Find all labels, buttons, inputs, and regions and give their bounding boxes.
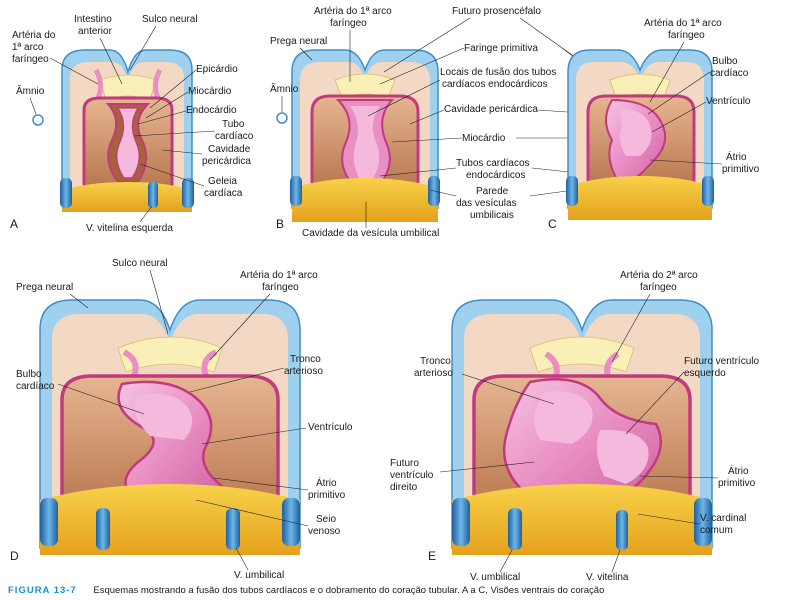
figure-diagram: A Artéria do 1ª arco faríngeo Intestino … bbox=[10, 6, 760, 583]
panel-e-labels: Artéria do 2ª arco faríngeo Tronco arter… bbox=[390, 270, 759, 583]
figure-caption-text: Esquemas mostrando a fusão dos tubos car… bbox=[93, 585, 605, 596]
panel-e-embryo bbox=[451, 299, 713, 555]
label-c-atrio-2: primitivo bbox=[722, 164, 760, 175]
label-a-arteria-2: 1ª arco bbox=[12, 42, 44, 53]
label-e-atrio-2: primitivo bbox=[718, 478, 756, 489]
label-a-cavidade-2: pericárdica bbox=[202, 156, 251, 167]
label-c-bulbo-2: cardíaco bbox=[710, 68, 749, 79]
label-d-atrio-1: Átrio bbox=[316, 476, 337, 489]
label-bc-locais-2: cardíacos endocárdicos bbox=[442, 79, 548, 90]
panel-d: D Sulco neural Prega neural Artéria do 1… bbox=[10, 258, 353, 581]
panel-a-letter: A bbox=[10, 217, 18, 231]
label-e-tronco-2: arterioso bbox=[414, 368, 453, 379]
label-bc-parede-1: Parede bbox=[476, 186, 509, 197]
label-bc-tubos-2: endocárdicos bbox=[466, 170, 525, 181]
panel-e-letter: E bbox=[428, 549, 436, 563]
label-c-arteria-1: Artéria do 1ª arco bbox=[644, 18, 722, 29]
label-d-atrio-2: primitivo bbox=[308, 490, 346, 501]
label-b-cavidade: Cavidade da vesícula umbilical bbox=[302, 228, 439, 239]
label-a-vitelina: V. vitelina esquerda bbox=[86, 223, 173, 234]
label-a-endocardio: Endocárdio bbox=[186, 105, 237, 116]
label-b-amnio: Âmnio bbox=[270, 82, 299, 95]
label-bc-miocardio: Miocárdio bbox=[462, 133, 506, 144]
panel-c-embryo bbox=[566, 49, 714, 220]
label-b-prega: Prega neural bbox=[270, 36, 327, 47]
panel-c-letter: C bbox=[548, 217, 557, 231]
label-e-futuro-esq-1: Futuro ventrículo bbox=[684, 356, 759, 367]
label-a-intestino-1: Intestino bbox=[74, 14, 112, 25]
label-e-tronco-1: Tronco bbox=[420, 356, 451, 367]
panel-b-labels: Artéria do 1ª arco faríngeo Prega neural… bbox=[270, 6, 439, 239]
label-e-cardinal-2: comum bbox=[700, 525, 733, 536]
label-a-arteria-3: faríngeo bbox=[12, 54, 49, 65]
label-b-arteria-1: Artéria do 1ª arco bbox=[314, 6, 392, 17]
panel-b-embryo bbox=[276, 49, 440, 222]
label-d-sulco: Sulco neural bbox=[112, 258, 168, 269]
label-e-umbilical: V. umbilical bbox=[470, 572, 520, 583]
label-e-arteria-1: Artéria do 2ª arco bbox=[620, 270, 698, 281]
figure-caption: FIGURA 13-7 Esquemas mostrando a fusão d… bbox=[8, 585, 798, 599]
panel-d-labels: Sulco neural Prega neural Artéria do 1ª … bbox=[16, 258, 353, 581]
label-e-futuro-dir-3: direito bbox=[390, 482, 418, 493]
label-a-cavidade-1: Cavidade bbox=[208, 144, 251, 155]
label-d-prega: Prega neural bbox=[16, 282, 73, 293]
label-d-arteria-1: Artéria do 1ª arco bbox=[240, 270, 318, 281]
label-d-tronco-2: arterioso bbox=[284, 366, 323, 377]
label-a-geleia-1: Geleia bbox=[208, 176, 237, 187]
label-d-bulbo-1: Bulbo bbox=[16, 369, 42, 380]
label-bc-faringe: Faringe primitiva bbox=[464, 43, 538, 54]
label-d-tronco-1: Tronco bbox=[290, 354, 321, 365]
label-a-intestino-2: anterior bbox=[78, 26, 113, 37]
label-a-arteria-1: Artéria do bbox=[12, 30, 56, 41]
label-d-umbilical: V. umbilical bbox=[234, 570, 284, 581]
label-e-futuro-dir-1: Futuro bbox=[390, 458, 419, 469]
panel-c: C Artéria do 1ª arco faríngeo Bulbo card… bbox=[548, 18, 760, 231]
panel-c-labels: Artéria do 1ª arco faríngeo Bulbo cardía… bbox=[644, 18, 760, 175]
panel-e: E Artéria do 2ª arco faríngeo Tronco art… bbox=[390, 270, 759, 583]
label-bc-locais-1: Locais de fusão dos tubos bbox=[440, 67, 556, 78]
panel-a-embryo bbox=[32, 49, 194, 212]
label-a-epicardio: Epicárdio bbox=[196, 64, 238, 75]
figure-number: FIGURA 13-7 bbox=[8, 585, 77, 596]
label-d-seio-1: Seio bbox=[316, 514, 336, 525]
label-bc-futuro: Futuro prosencéfalo bbox=[452, 6, 541, 17]
label-a-tubo-2: cardíaco bbox=[215, 131, 254, 142]
label-bc-cavidade: Cavidade pericárdica bbox=[444, 104, 538, 115]
label-bc-tubos-1: Tubos cardíacos bbox=[456, 158, 530, 169]
label-a-tubo-1: Tubo bbox=[222, 119, 245, 130]
label-e-arteria-2: faríngeo bbox=[640, 282, 677, 293]
label-a-amnio: Âmnio bbox=[16, 84, 45, 97]
label-e-futuro-esq-2: esquerdo bbox=[684, 368, 726, 379]
panel-d-embryo bbox=[39, 299, 301, 555]
panel-b: B Artéria do 1ª arco faríngeo Prega neur… bbox=[270, 6, 440, 239]
label-a-miocardio: Miocárdio bbox=[188, 86, 232, 97]
panel-a: A Artéria do 1ª arco faríngeo Intestino … bbox=[10, 14, 254, 234]
label-c-ventriculo: Ventrículo bbox=[706, 96, 751, 107]
panel-d-letter: D bbox=[10, 549, 19, 563]
panel-a-labels: Artéria do 1ª arco faríngeo Intestino an… bbox=[12, 14, 254, 234]
label-e-futuro-dir-2: ventrículo bbox=[390, 470, 434, 481]
label-a-sulco: Sulco neural bbox=[142, 14, 198, 25]
label-b-arteria-2: faríngeo bbox=[330, 18, 367, 29]
label-bc-parede-3: umbilicais bbox=[470, 210, 514, 221]
label-bc-parede-2: das vesículas bbox=[456, 198, 517, 209]
label-c-arteria-2: faríngeo bbox=[668, 30, 705, 41]
label-e-vitelina: V. vitelina bbox=[586, 572, 629, 583]
label-d-seio-2: venoso bbox=[308, 526, 341, 537]
panel-bc-shared-labels: Futuro prosencéfalo Faringe primitiva Lo… bbox=[367, 6, 611, 221]
label-d-arteria-2: faríngeo bbox=[262, 282, 299, 293]
label-e-cardinal-1: V. cardinal bbox=[700, 513, 746, 524]
label-a-geleia-2: cardíaca bbox=[204, 188, 243, 199]
label-c-atrio-1: Átrio bbox=[726, 150, 747, 163]
label-c-bulbo-1: Bulbo bbox=[712, 56, 738, 67]
label-d-ventriculo: Ventrículo bbox=[308, 422, 353, 433]
label-e-atrio-1: Átrio bbox=[728, 464, 749, 477]
panel-b-letter: B bbox=[276, 217, 284, 231]
label-d-bulbo-2: cardíaco bbox=[16, 381, 55, 392]
